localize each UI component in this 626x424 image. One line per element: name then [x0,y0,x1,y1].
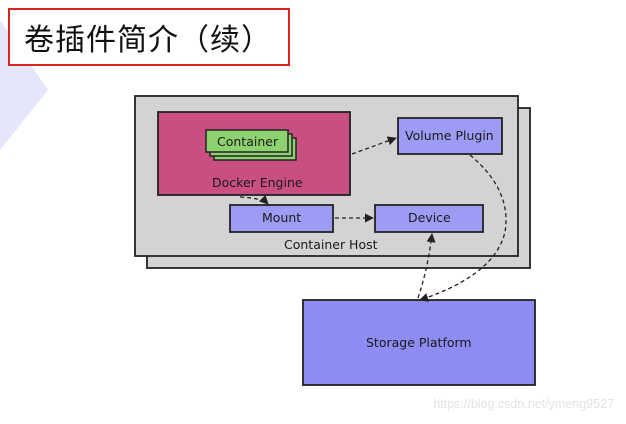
device-label: Device [408,210,451,225]
arrow-engine-to-mount [239,194,269,205]
volume-plugin-box [397,117,503,155]
watermark-text: https://blog.csdn.net/ymeng9527 [433,397,614,411]
slide-title-text: 卷插件简介（续） [24,23,272,58]
arrow-engine-to-volume-plugin [351,136,397,155]
container-host-label: Container Host [284,237,378,252]
storage-platform-box [302,299,536,386]
arrow-storage-to-device [417,233,436,299]
container-label: Container [217,134,279,149]
mount-label: Mount [262,210,302,225]
arrow-volume-plugin-to-storage [419,154,507,302]
storage-platform-label: Storage Platform [366,335,472,350]
container-box [205,129,289,153]
mount-box [229,204,334,233]
docker-engine-label: Docker Engine [212,175,303,190]
slide-title: 卷插件简介（续） [8,8,290,66]
device-box [374,204,484,233]
volume-plugin-label: Volume Plugin [405,128,494,143]
